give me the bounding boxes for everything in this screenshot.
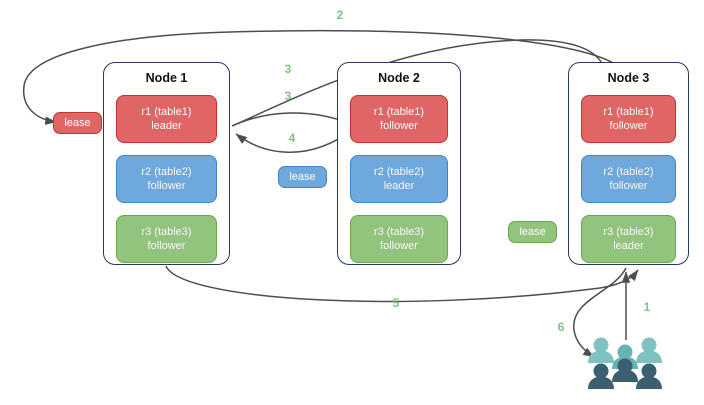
node-box-2[interactable]: Node 2 r1 (table1) follower r2 (table2) … (337, 62, 461, 265)
replica-role: leader (151, 120, 182, 132)
replica-role: follower (147, 180, 186, 192)
replica-name: r3 (table3) (373, 226, 425, 238)
node-box-1[interactable]: Node 1 r1 (table1) leader r2 (table2) fo… (103, 62, 230, 265)
replica-role: follower (147, 240, 186, 252)
lease-label: lease (289, 171, 316, 183)
replica-name: r2 (table2) (603, 166, 654, 178)
replica-r3[interactable]: r3 (table3) follower (350, 215, 448, 263)
node-title: Node 3 (607, 71, 650, 85)
step-label-2: 2 (336, 8, 344, 22)
replica-role: leader (383, 180, 415, 192)
replica-r2[interactable]: r2 (table2) follower (581, 155, 676, 203)
replica-r1[interactable]: r1 (table1) leader (116, 95, 217, 143)
step-label-4: 4 (288, 131, 296, 145)
replica-r2[interactable]: r2 (table2) leader (350, 155, 448, 203)
step-label-6: 6 (557, 320, 565, 334)
step-label-3-lower: 3 (284, 89, 292, 103)
lease-badge-blue[interactable]: lease (278, 166, 327, 188)
replica-r3[interactable]: r3 (table3) leader (581, 215, 676, 263)
node-title: Node 2 (378, 71, 420, 85)
lease-label: lease (64, 117, 91, 129)
lease-badge-green[interactable]: lease (508, 221, 557, 243)
replica-r1[interactable]: r1 (table1) follower (581, 95, 676, 143)
replica-r1[interactable]: r1 (table1) follower (350, 95, 448, 143)
replica-role: follower (609, 180, 648, 192)
step-label-1: 1 (643, 300, 651, 314)
replica-role: follower (609, 120, 648, 132)
replica-name: r2 (table2) (141, 166, 192, 178)
step-label-5: 5 (392, 296, 400, 310)
replica-name: r1 (table1) (603, 106, 654, 118)
replica-name: r1 (table1) (141, 106, 192, 118)
step-label-3-upper: 3 (284, 62, 292, 76)
node-title: Node 1 (145, 71, 188, 85)
replica-name: r3 (table3) (603, 226, 654, 238)
lease-badge-red[interactable]: lease (53, 112, 102, 134)
replica-r3[interactable]: r3 (table3) follower (116, 215, 217, 263)
replica-role: follower (380, 120, 418, 132)
replica-r2[interactable]: r2 (table2) follower (116, 155, 217, 203)
replica-name: r3 (table3) (141, 226, 192, 238)
replica-role: leader (613, 240, 644, 252)
arrow-step-3-to-node2 (231, 112, 353, 127)
replica-role: follower (380, 240, 418, 252)
users-group-icon (588, 337, 662, 389)
lease-label: lease (519, 226, 546, 238)
replica-name: r1 (table1) (373, 106, 425, 118)
node-box-3[interactable]: Node 3 r1 (table1) follower r2 (table2) … (568, 62, 689, 265)
replica-name: r2 (table2) (373, 166, 425, 178)
